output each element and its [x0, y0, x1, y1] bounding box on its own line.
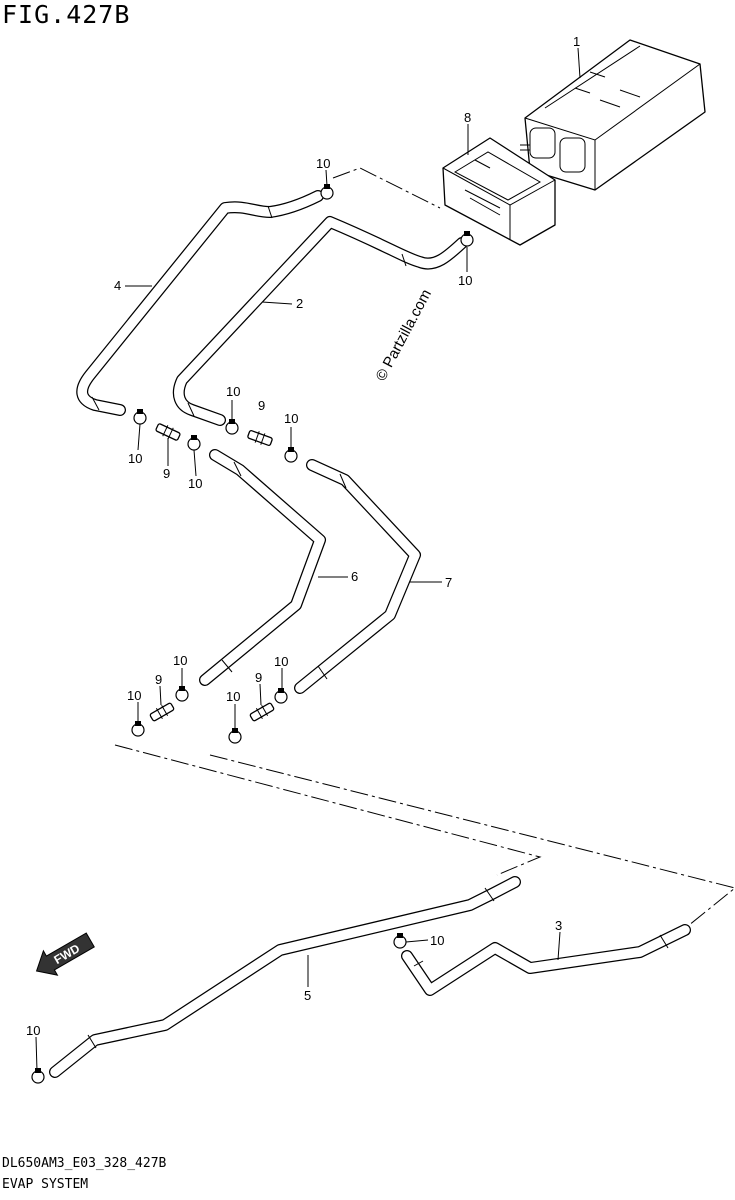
hose-part-5 — [49, 876, 521, 1078]
clamp-part-10 — [31, 1068, 45, 1084]
callout-3: 3 — [555, 918, 562, 933]
ref-line-hose-5 — [114, 744, 542, 876]
hose-part-3 — [401, 924, 691, 996]
leader-lines — [35, 47, 581, 1072]
callout-8: 8 — [464, 110, 471, 125]
callout-10: 10 — [458, 273, 472, 288]
callout-10: 10 — [173, 653, 187, 668]
hose-part-4 — [76, 190, 324, 416]
watermark-text: © Partzilla.com — [373, 287, 435, 384]
joint-part-9-b — [247, 430, 273, 446]
hose-part-2 — [172, 216, 468, 426]
callout-10: 10 — [127, 688, 141, 703]
figure-title: FIG.427B — [2, 0, 131, 29]
callout-9: 9 — [163, 466, 170, 481]
clamp-part-10 — [320, 184, 334, 200]
callout-10: 10 — [226, 689, 240, 704]
callout-10: 10 — [188, 476, 202, 491]
callout-10: 10 — [26, 1023, 40, 1038]
callout-10: 10 — [430, 933, 444, 948]
callout-6: 6 — [351, 569, 358, 584]
callout-5: 5 — [304, 988, 311, 1003]
hose-part-6 — [199, 449, 326, 686]
callout-10: 10 — [128, 451, 142, 466]
callout-9: 9 — [155, 672, 162, 687]
fwd-arrow: FWD — [35, 932, 95, 976]
clamp-part-10 — [133, 409, 147, 425]
ref-line-top — [332, 167, 441, 209]
callout-10: 10 — [316, 156, 330, 171]
callout-9: 9 — [258, 398, 265, 413]
clamp-part-10 — [187, 435, 201, 451]
clamp-part-10 — [393, 933, 407, 949]
diagram-code: DL650AM3_E03_328_427B — [2, 1156, 167, 1171]
callout-1: 1 — [573, 34, 580, 49]
joint-part-9-a — [155, 423, 181, 441]
bracket-part-8 — [442, 137, 556, 246]
joint-part-9-c — [149, 702, 175, 722]
callout-2: 2 — [296, 296, 303, 311]
callout-10: 10 — [284, 411, 298, 426]
joint-part-9-d — [249, 702, 275, 722]
ref-line-hose-3 — [209, 754, 735, 931]
callout-9: 9 — [255, 670, 262, 685]
callout-10: 10 — [226, 384, 240, 399]
callout-4: 4 — [114, 278, 121, 293]
callout-7: 7 — [445, 575, 452, 590]
hose-part-7 — [294, 459, 421, 694]
section-name: EVAP SYSTEM — [2, 1177, 89, 1192]
callout-10: 10 — [274, 654, 288, 669]
clamp-part-10 — [460, 231, 474, 247]
canister-part-1 — [520, 39, 706, 191]
clamp-part-10 — [274, 688, 288, 704]
